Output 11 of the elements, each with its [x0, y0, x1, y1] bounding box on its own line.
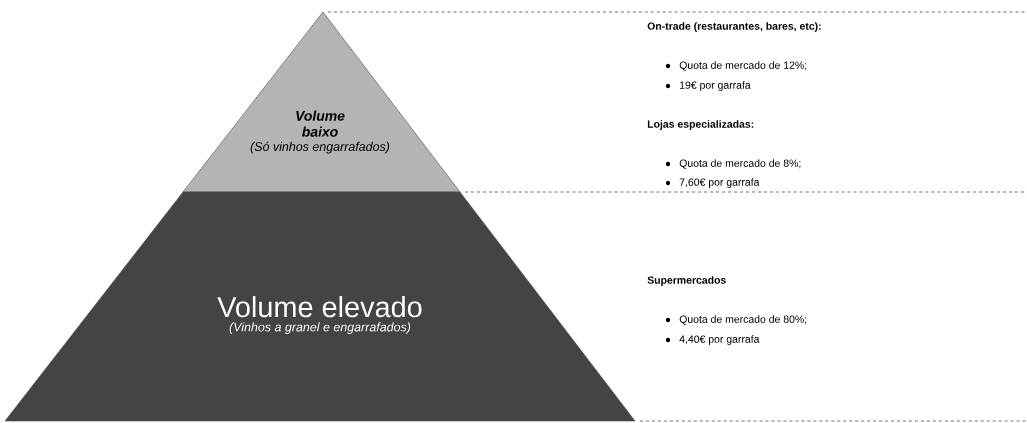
- bullet-item: Quota de mercado de 8%;: [665, 159, 801, 169]
- pyramid-top-tier: Volume baixo (Só vinhos engarrafados): [182, 11, 461, 193]
- bullet-item: Quota de mercado de 12%;: [665, 61, 807, 71]
- bullet-item: 4,40€ por garrafa: [665, 335, 760, 345]
- section-heading: On-trade (restaurantes, bares, etc):: [647, 22, 821, 32]
- section-heading: Supermercados: [647, 276, 726, 286]
- pyramid-bottom-tier: Volume elevado (Vinhos a granel e engarrafados): [4, 191, 636, 422]
- bullet-item: 19€ por garrafa: [665, 81, 751, 91]
- bullet-item: 7,60€ por garrafa: [665, 178, 760, 188]
- section-heading: Lojas especializadas:: [647, 120, 754, 130]
- bullet-item: Quota de mercado de 80%;: [665, 315, 807, 325]
